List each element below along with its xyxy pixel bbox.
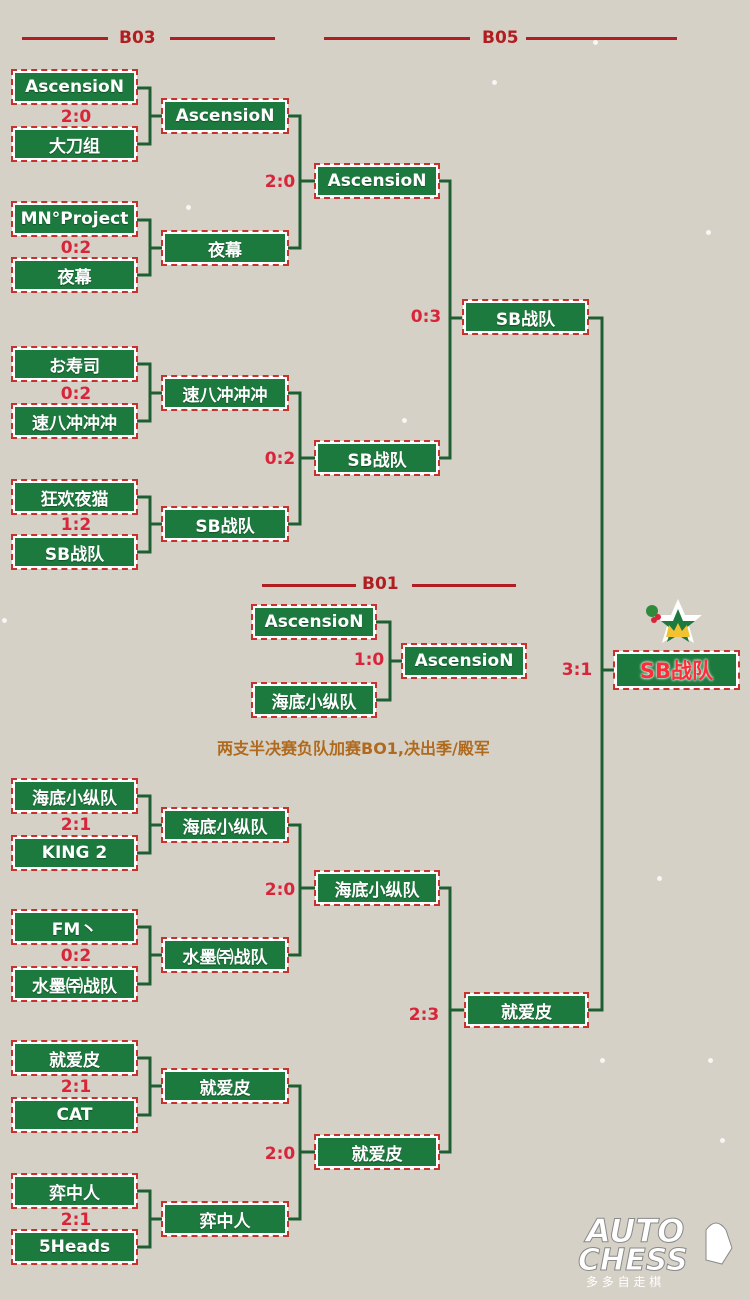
team-box: 弈中人 [11, 1173, 138, 1209]
match-score: 1:0 [353, 650, 385, 670]
logo-line2: CHESS [578, 1243, 688, 1278]
snow-dot [600, 1058, 605, 1063]
team-box: KING 2 [11, 835, 138, 871]
champion-name: SB战队 [639, 659, 714, 683]
team-box: 海底小纵队 [251, 682, 377, 718]
snow-dot [706, 230, 711, 235]
team-box: 大刀组 [11, 126, 138, 162]
match-score: 2:1 [60, 815, 92, 835]
team-box: 就爱皮 [314, 1134, 440, 1170]
snow-dot [593, 40, 598, 45]
header-bo5: B05 [482, 28, 519, 48]
match-score: 2:0 [60, 107, 92, 127]
team-box: AscensioN [401, 643, 527, 679]
match-score: 2:3 [408, 1005, 440, 1025]
crown-icon [646, 599, 702, 643]
team-box: 速八冲冲冲 [161, 375, 289, 411]
team-box: 水墨㈜战队 [11, 966, 138, 1002]
snow-dot [720, 1138, 725, 1143]
team-box: 5Heads [11, 1229, 138, 1265]
header-rule [412, 584, 516, 587]
team-box: 弈中人 [161, 1201, 289, 1237]
match-score: 2:1 [60, 1210, 92, 1230]
header-bo1: B01 [362, 574, 399, 594]
snow-dot [402, 418, 407, 423]
logo-graphic: AUTO CHESS 多 多 自 走 棋 [578, 1212, 733, 1289]
match-score: 2:0 [264, 172, 296, 192]
team-box: 水墨㈜战队 [161, 937, 289, 973]
snow-dot [708, 1058, 713, 1063]
header-rule [170, 37, 275, 40]
team-box: 夜幕 [161, 230, 289, 266]
bo1-note: 两支半决赛负队加赛BO1,决出季/殿军 [217, 739, 490, 758]
header-rule [262, 584, 356, 587]
logo-sub: 多 多 自 走 棋 [586, 1275, 661, 1288]
match-score: 0:3 [410, 307, 442, 327]
header-bo3: B03 [119, 28, 156, 48]
team-box: 夜幕 [11, 257, 138, 293]
team-box: 海底小纵队 [161, 807, 289, 843]
team-box: AscensioN [314, 163, 440, 199]
match-score: 2:0 [264, 880, 296, 900]
header-rule [526, 37, 677, 40]
team-box: AscensioN [11, 69, 138, 105]
team-box: AscensioN [251, 604, 377, 640]
team-box: 就爱皮 [464, 992, 589, 1028]
snow-dot [2, 618, 7, 623]
header-rule [22, 37, 108, 40]
match-score: 2:0 [264, 1144, 296, 1164]
match-score: 0:2 [60, 384, 92, 404]
auto-chess-logo: AUTO CHESS 多 多 自 走 棋 [578, 1208, 738, 1289]
team-box: 就爱皮 [11, 1040, 138, 1076]
team-box: 海底小纵队 [11, 778, 138, 814]
team-box: MN°Project [11, 201, 138, 237]
team-box: SB战队 [462, 299, 589, 335]
champion-box: SB战队 [613, 650, 740, 690]
logo-line1: AUTO [583, 1212, 684, 1250]
team-box: 就爱皮 [161, 1068, 289, 1104]
team-box: SB战队 [11, 534, 138, 570]
team-box: お寿司 [11, 346, 138, 382]
header-rule [324, 37, 470, 40]
match-score: 0:2 [60, 238, 92, 258]
team-box: 速八冲冲冲 [11, 403, 138, 439]
match-score: 0:2 [264, 449, 296, 469]
match-score: 2:1 [60, 1077, 92, 1097]
team-box: SB战队 [161, 506, 289, 542]
team-box: 海底小纵队 [314, 870, 440, 906]
match-score: 0:2 [60, 946, 92, 966]
snow-dot [492, 80, 497, 85]
snow-dot [186, 205, 191, 210]
match-score: 1:2 [60, 515, 92, 535]
final-score: 3:1 [561, 660, 593, 680]
team-box: FM丶 [11, 909, 138, 945]
snow-dot [657, 876, 662, 881]
team-box: AscensioN [161, 98, 289, 134]
team-box: 狂欢夜猫 [11, 479, 138, 515]
team-box: CAT [11, 1097, 138, 1133]
team-box: SB战队 [314, 440, 440, 476]
